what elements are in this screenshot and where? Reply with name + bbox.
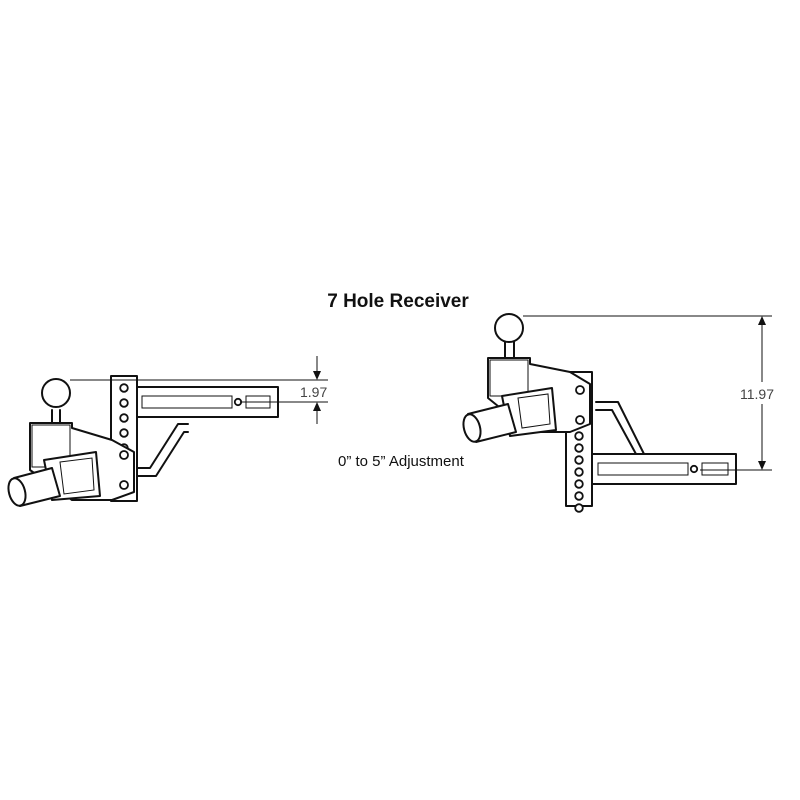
right-receiver-holes xyxy=(574,431,584,513)
right-shank xyxy=(587,453,737,485)
left-hitch-ball xyxy=(41,378,71,408)
left-receiver-hole xyxy=(119,428,129,438)
right-receiver-hole xyxy=(574,431,584,441)
left-receiver-hole xyxy=(119,413,129,423)
right-dim-arrow-down xyxy=(758,461,766,470)
left-strut xyxy=(135,423,189,469)
right-strut xyxy=(595,409,637,455)
right-receiver-hole xyxy=(574,443,584,453)
right-receiver-hole xyxy=(574,491,584,501)
right-dim-arrow-up xyxy=(758,316,766,325)
right-receiver-hole xyxy=(574,479,584,489)
left-receiver-holes xyxy=(119,383,129,453)
right-receiver-hole xyxy=(574,467,584,477)
right-shank-slot xyxy=(597,462,689,476)
left-dim-arrow-up xyxy=(313,402,321,411)
right-dimension-label: 11.97 xyxy=(740,386,774,402)
right-hitch-ball xyxy=(494,313,524,343)
left-receiver-hole xyxy=(119,383,129,393)
left-dimension-label: 1.97 xyxy=(300,384,327,400)
left-shank-slot xyxy=(141,395,233,409)
left-hitch-drawing: 1.97 xyxy=(7,356,328,507)
diagram-title: 7 Hole Receiver xyxy=(327,291,469,312)
right-receiver-hole xyxy=(574,455,584,465)
right-pin-hole xyxy=(689,464,699,474)
left-dim-arrow-down xyxy=(313,371,321,380)
right-hitch-drawing: 11.97 xyxy=(462,313,774,513)
right-receiver-hole xyxy=(574,503,584,513)
adjustment-note: 0” to 5” Adjustment xyxy=(338,453,465,470)
left-receiver-hole xyxy=(119,398,129,408)
